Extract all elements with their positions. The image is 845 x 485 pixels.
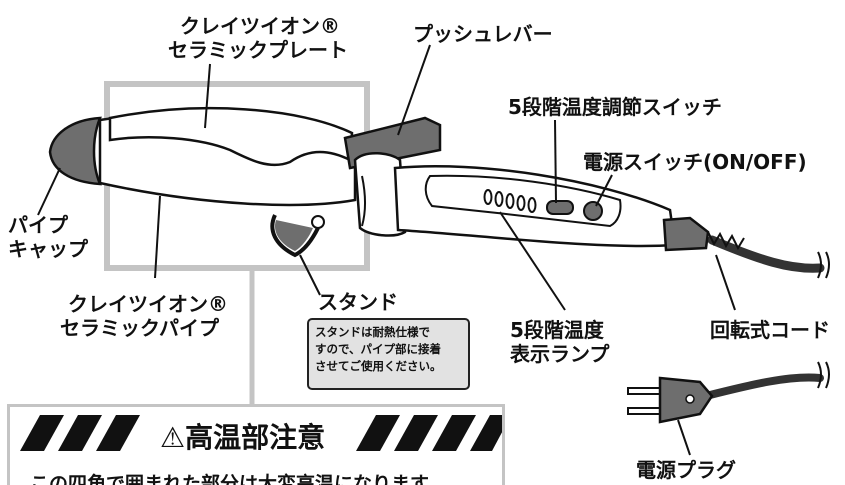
leader-ceramic-pipe <box>154 195 161 279</box>
temp-lamp <box>494 191 504 207</box>
temp-lamps <box>483 189 537 213</box>
leader-lines <box>37 44 736 456</box>
leader-rotating-cord <box>715 254 736 311</box>
label-temp-lamp-line1: 5段階温度 <box>510 318 604 342</box>
hazard-stripes-right <box>356 415 502 451</box>
stand-note-line: すので、パイプ部に接着 <box>315 342 442 356</box>
stand-pivot <box>311 215 325 229</box>
leader-temp-lamp <box>499 211 566 311</box>
leader-push-lever <box>397 44 431 136</box>
stand-note-line: スタンドは耐熱仕様で <box>315 325 430 339</box>
cord-spring <box>707 231 745 251</box>
temp-lamp <box>516 195 526 211</box>
label-ceramic-plate: クレイツイオン® セラミックプレート <box>168 14 348 62</box>
label-temp-lamp-line2: 表示ランプ <box>510 342 610 366</box>
hazard-stripes-left <box>20 415 140 451</box>
plug-prong-top <box>627 387 663 395</box>
plug-hole <box>685 394 695 404</box>
hazard-stripes <box>20 415 502 451</box>
temp-lamp <box>527 197 537 213</box>
leader-ceramic-plate <box>204 63 211 129</box>
label-ceramic-pipe-line2: セラミックパイプ <box>60 316 219 340</box>
label-rotating-cord: 回転式コード <box>710 318 830 342</box>
warning-text: この四角で囲まれた部分は大変高温になります <box>30 473 430 485</box>
stand-fill <box>274 220 313 251</box>
collar <box>353 152 407 237</box>
leader-pipe-cap <box>37 167 61 216</box>
label-temp-switch: 5段階温度調節スイッチ <box>508 95 722 119</box>
plug-cord-end-mark <box>817 361 830 389</box>
warning-title: ⚠高温部注意 <box>160 421 326 454</box>
handle-end-cap <box>662 216 710 252</box>
temp-lamp <box>505 193 515 209</box>
plug-prong-bottom <box>627 407 663 415</box>
label-pipe-cap-line2: キャップ <box>8 237 88 261</box>
collar-ring <box>361 175 366 227</box>
label-pipe-cap-line1: パイプ <box>8 213 68 237</box>
label-pipe-cap: パイプ キャップ <box>8 213 88 261</box>
label-power-switch: 電源スイッチ(ON/OFF) <box>583 150 807 174</box>
leader-stand <box>299 254 321 296</box>
leader-temp-switch <box>554 119 557 204</box>
label-stand: スタンド <box>318 290 398 314</box>
pipe-cap <box>48 116 102 186</box>
temp-lamp <box>483 189 493 205</box>
label-ceramic-plate-line1: クレイツイオン® <box>180 14 340 38</box>
stand-note-line: させてご使用ください。 <box>315 359 442 373</box>
stand-note: スタンドは耐熱仕様で すので、パイプ部に接着 させてご使用ください。 <box>307 318 470 390</box>
power-switch <box>583 201 603 221</box>
label-ceramic-pipe-line1: クレイツイオン® <box>68 292 228 316</box>
stand <box>270 214 320 258</box>
label-ceramic-plate-line2: セラミックプレート <box>168 38 348 62</box>
leader-power-switch <box>595 174 613 207</box>
leader-power-plug <box>677 419 691 456</box>
high-temp-warning: ⚠高温部注意 この四角で囲まれた部分は大変高温になります <box>7 404 505 485</box>
plug-cord <box>706 373 824 399</box>
label-temp-lamp: 5段階温度 表示ランプ <box>510 318 609 366</box>
label-power-plug: 電源プラグ <box>636 458 736 482</box>
label-push-lever: プッシュレバー <box>413 22 553 46</box>
ceramic-plate <box>108 106 354 167</box>
temp-switch <box>546 200 574 215</box>
label-ceramic-pipe: クレイツイオン® セラミックパイプ <box>60 292 228 340</box>
cord-end-mark <box>817 251 830 279</box>
